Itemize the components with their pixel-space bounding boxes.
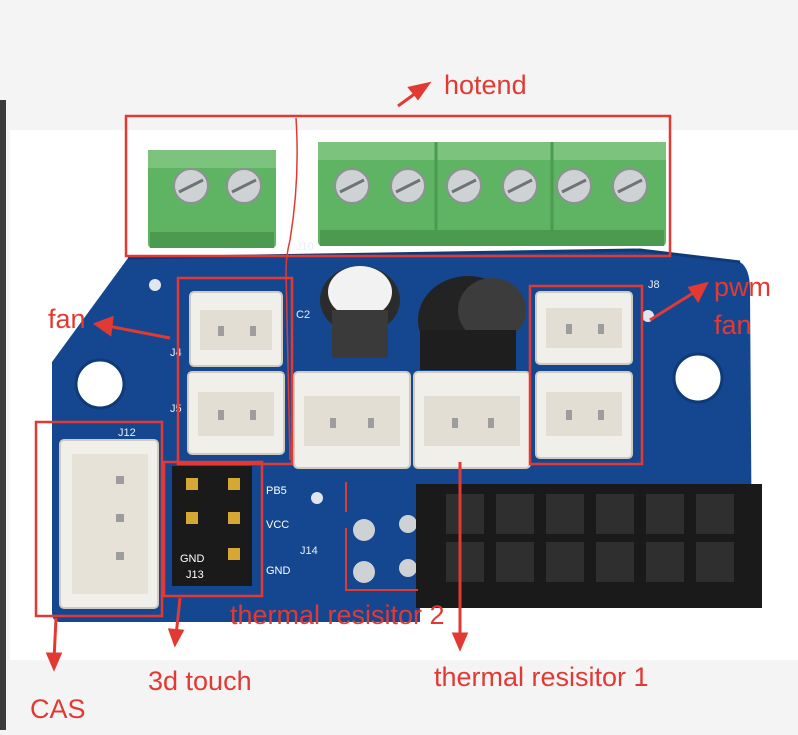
label-thermal-2: thermal resisitor 2 bbox=[230, 600, 445, 630]
label-3d-touch: 3d touch bbox=[148, 666, 252, 696]
photo-background bbox=[10, 130, 798, 660]
label-thermal-1: thermal resisitor 1 bbox=[434, 662, 649, 692]
label-hotend: hotend bbox=[444, 70, 527, 100]
window-edge bbox=[0, 100, 6, 730]
label-fan: fan bbox=[48, 304, 86, 334]
label-pwm: pwm bbox=[714, 272, 772, 302]
label-pwm-fan: fan bbox=[714, 310, 752, 340]
label-cas: CAS bbox=[30, 694, 86, 724]
